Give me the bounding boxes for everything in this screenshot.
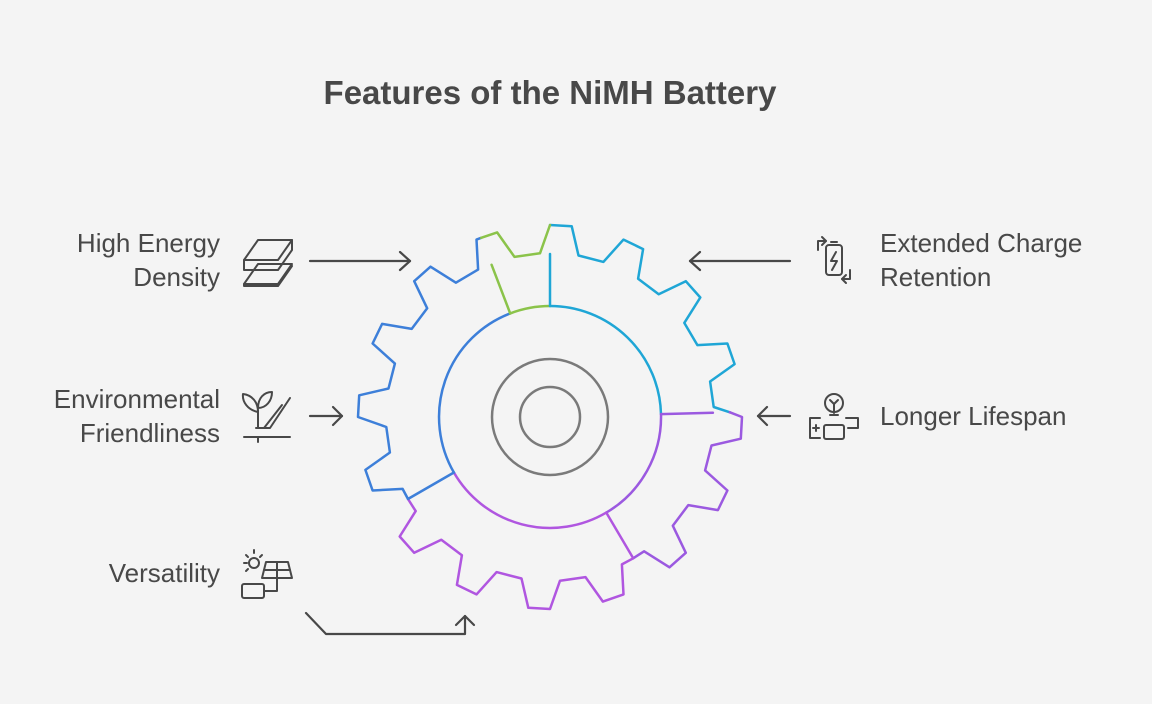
gear-segment-dividers [407,252,715,559]
layers-icon [243,239,293,287]
label-longer-lifespan: Longer Lifespan [880,399,1140,433]
label-versatility: Versatility [20,556,220,590]
label-extended-charge-retention: Extended Charge Retention [880,226,1140,294]
gear-segment-energy-density-teeth [479,223,552,259]
page-title: Features of the NiMH Battery [323,74,777,111]
label-line: Versatility [108,558,220,588]
arrow-versatility [304,611,476,636]
arrow-high-energy-density [308,250,412,272]
gear-segment-charge-retention-ring [548,304,663,416]
gear-divider [605,511,634,559]
gear-segment-versatility-ring [452,471,608,530]
gear-inner-ring [437,304,663,530]
gear-hub-inner [518,385,582,449]
gear-segment-lifespan-teeth [631,411,744,569]
label-line: High Energy [76,228,220,258]
arrow-environmental-friendliness [308,405,344,427]
label-line: Longer Lifespan [880,401,1067,431]
gear-segment-versatility-teeth [398,497,635,611]
label-line: Density [133,262,220,292]
solar-battery-icon [241,549,293,599]
label-line: Retention [880,262,992,292]
gear-outer-teeth [356,223,744,611]
label-line: Extended Charge [880,228,1083,258]
label-high-energy-density: High Energy Density [20,226,220,294]
gear-segment-charge-retention-teeth [548,223,736,414]
gear-segment-environmental-ring [437,312,512,474]
gear-segment-environmental-teeth [356,236,483,501]
gear-divider [407,471,456,500]
sprout-icon [241,391,291,443]
gear-divider [490,263,512,315]
label-line: Environmental [53,384,220,414]
battery-recycle-icon [817,236,851,284]
gear-divider [659,411,715,416]
label-environmental-friendliness: Environmental Friendliness [20,382,220,450]
lightbulb-battery-icon [809,393,859,440]
arrow-longer-lifespan [756,405,792,427]
label-line: Friendliness [79,418,220,448]
arrow-extended-charge-retention [688,250,792,272]
gear-segment-energy-density-ring [508,304,552,315]
gear-hub-outer [490,357,610,477]
gear-segment-lifespan-ring [605,412,663,514]
